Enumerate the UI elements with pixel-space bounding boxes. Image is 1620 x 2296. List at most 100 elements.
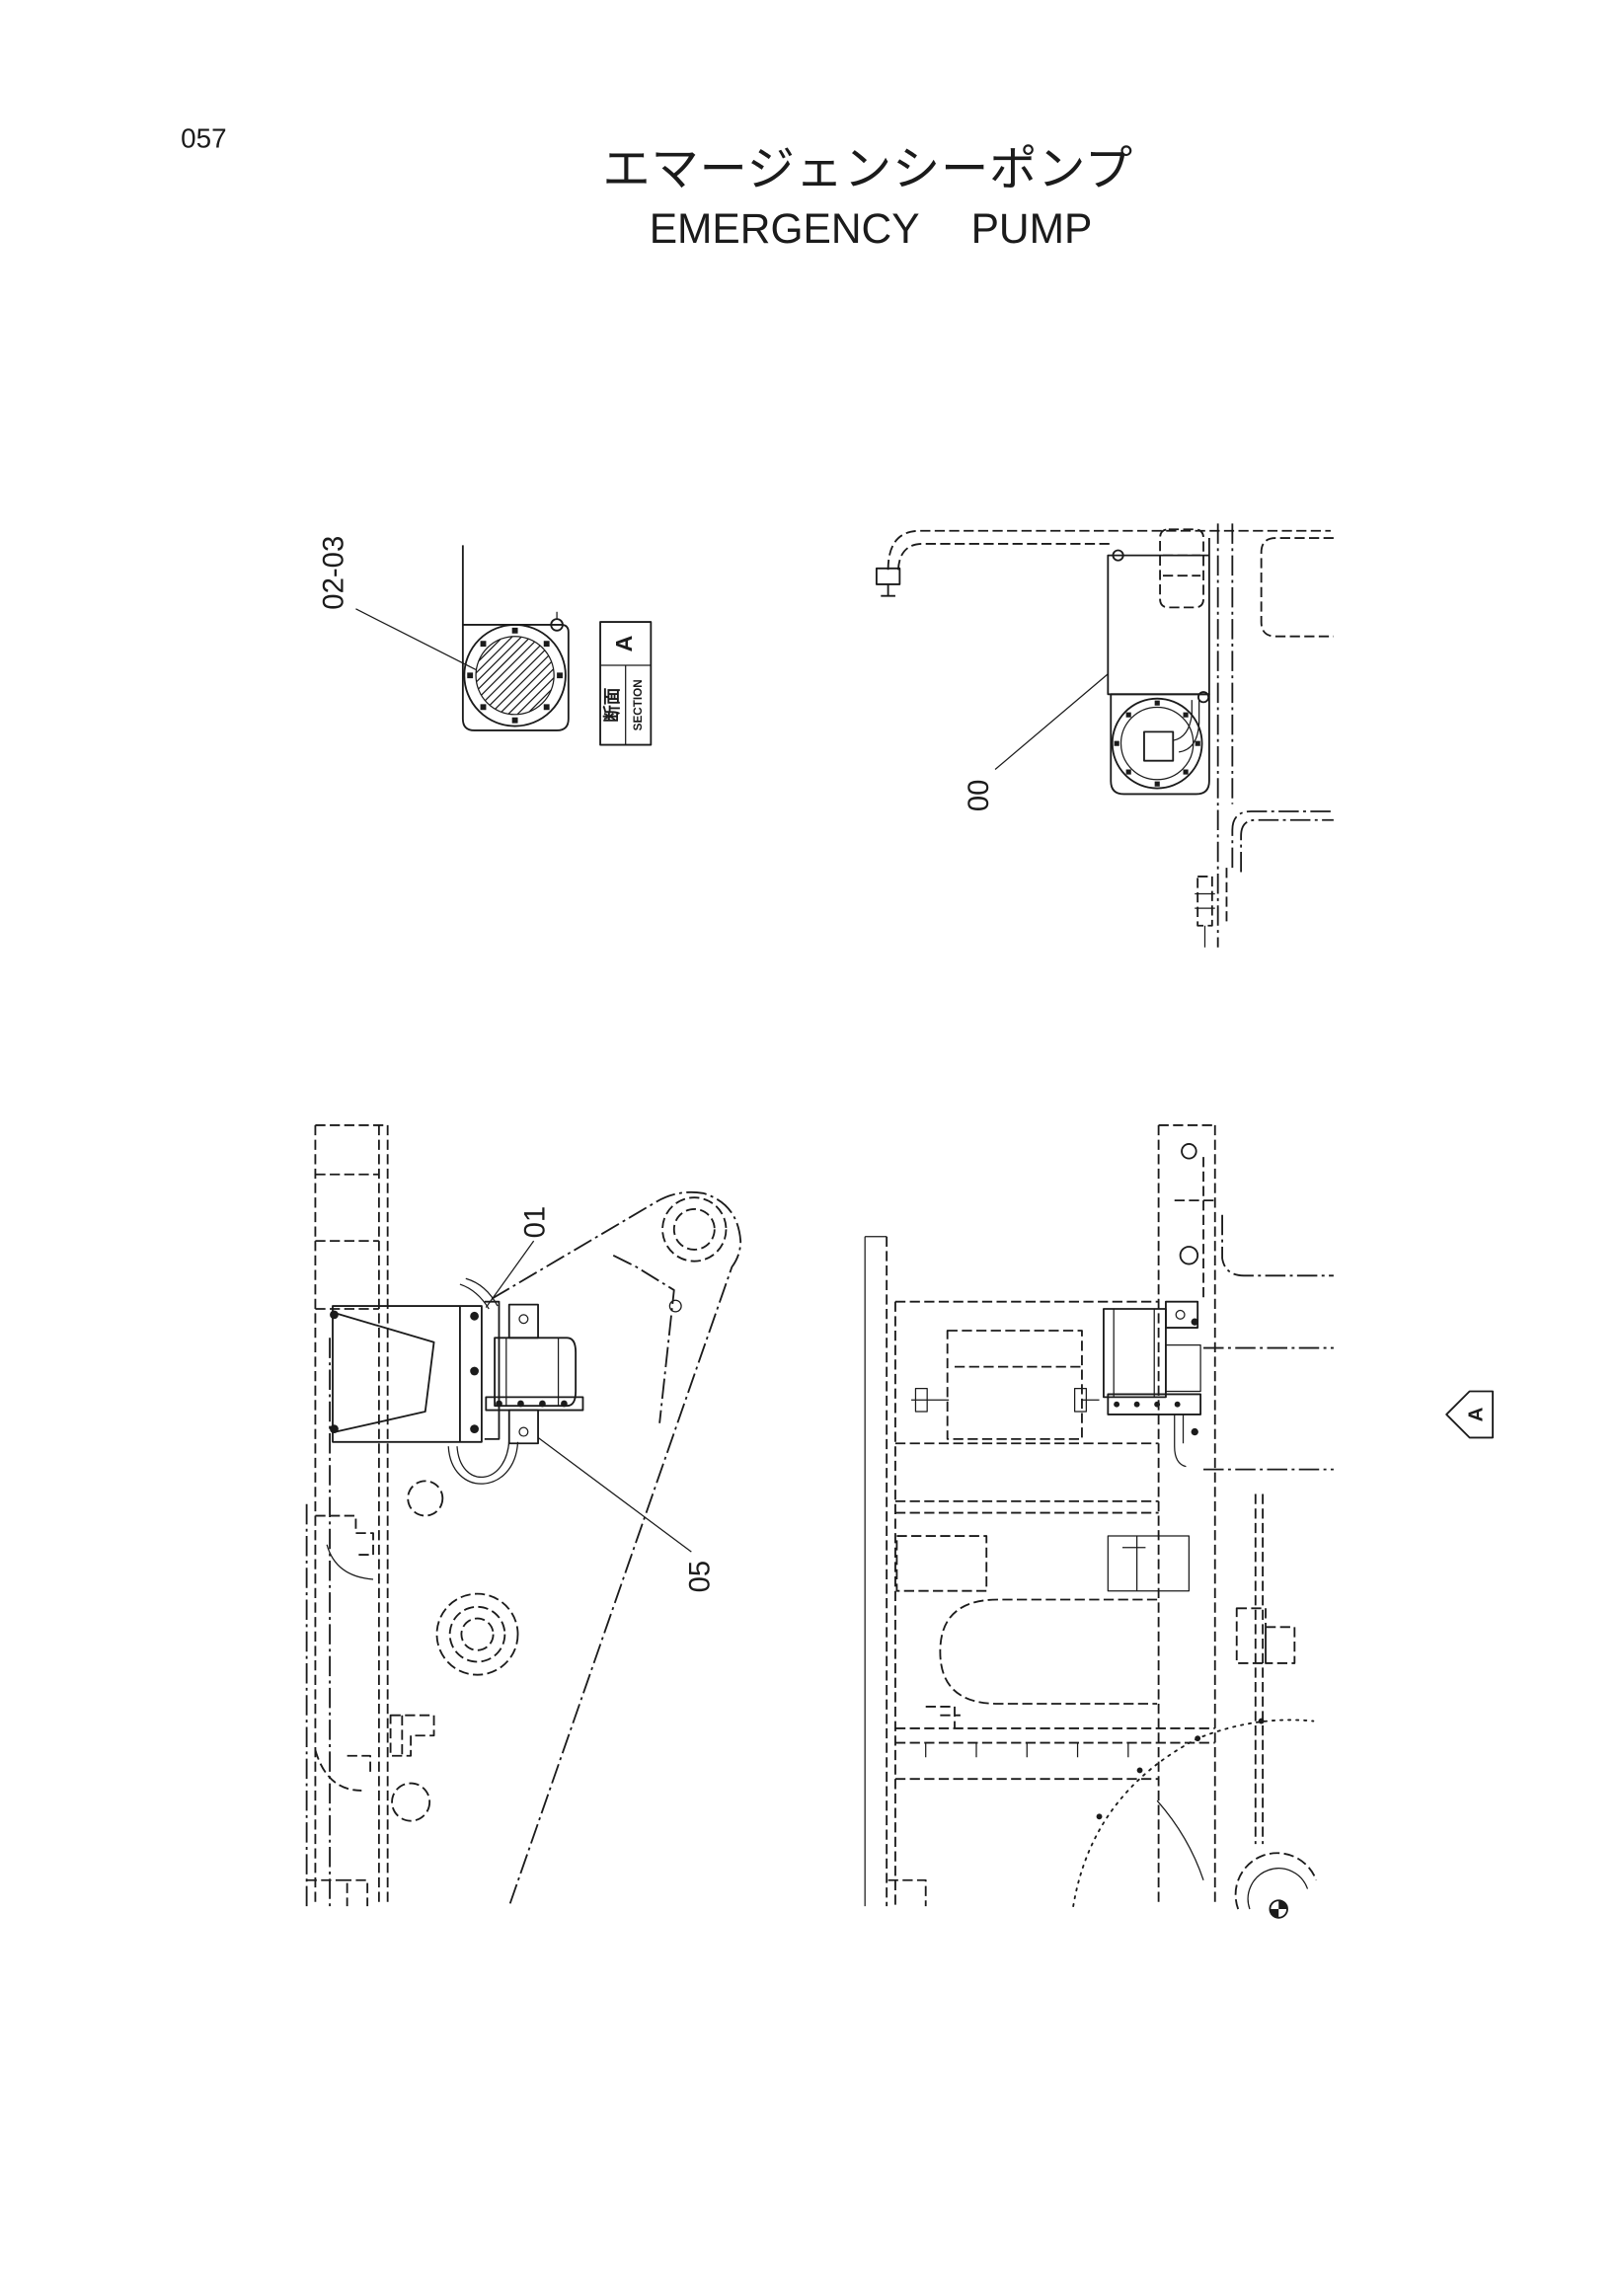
plan-tank-opening <box>939 1598 1158 1705</box>
swing-path-markers <box>1096 1718 1265 1820</box>
battery-box <box>946 1330 1083 1440</box>
page-number: 057 <box>181 122 226 153</box>
plan-pump-outlet <box>1174 1414 1187 1468</box>
pump-body-ribs <box>505 1338 560 1407</box>
left-rail-inner <box>886 1236 896 1907</box>
plan-right-block <box>1107 1535 1190 1592</box>
side-frame-centerlines <box>305 1338 331 1907</box>
lower-fitting <box>1196 868 1228 927</box>
callout-label-01: 01 <box>518 1206 551 1239</box>
boom-pivot-inner <box>672 1207 716 1251</box>
section-a-view <box>461 545 570 731</box>
pump-wire <box>459 1277 499 1310</box>
bracket-bolts <box>330 1310 479 1434</box>
section-label-letter: A <box>611 635 637 651</box>
pump-motor-block <box>1143 730 1175 762</box>
leader-line-05 <box>537 1436 692 1553</box>
pump-base-plate <box>1110 693 1210 796</box>
tank-bolt <box>1112 549 1124 562</box>
title-english: EMERGENCY PUMP <box>650 206 1093 253</box>
side-frame-foot <box>306 1878 369 1907</box>
callout-01: 01 <box>485 1206 551 1308</box>
lower-fitting-detail <box>1195 892 1215 948</box>
rail-hole-upper <box>1181 1143 1197 1160</box>
right-rail <box>1157 1124 1216 1907</box>
outlet-port <box>518 1426 529 1437</box>
battery-terminals <box>911 1387 1100 1413</box>
path-marker <box>1258 1718 1265 1724</box>
bracket-bolt <box>470 1424 479 1434</box>
plan-flange-bolts <box>1114 1401 1181 1408</box>
plan-pump-side-block <box>1165 1344 1201 1393</box>
side-fitting-upper <box>315 1514 374 1556</box>
side-wire-upper <box>326 1544 374 1580</box>
plan-pump-flange <box>1107 1393 1202 1416</box>
cross-members <box>894 1300 1215 1781</box>
callout-label-00: 00 <box>963 780 995 812</box>
plate-bolt <box>550 618 564 632</box>
swing-bearing-middle <box>448 1605 506 1663</box>
callout-00: 00 <box>963 673 1109 812</box>
callout-label-02-03: 02-03 <box>318 536 350 610</box>
rail-hole-lower <box>1179 1246 1199 1265</box>
side-fitting-lower <box>314 1749 372 1792</box>
pump-lower-flange <box>485 1396 584 1412</box>
plan-pump-ribs <box>1113 1309 1155 1398</box>
frame-plan-view <box>864 1124 1334 1919</box>
flange-bolt <box>1114 1401 1120 1408</box>
plan-tabs <box>925 1742 1129 1758</box>
pump-inner-circle <box>1119 706 1195 781</box>
title-japanese: エマージェンシーポンプ <box>602 143 1132 196</box>
side-hole-upper <box>407 1480 444 1517</box>
view-arrow-a: A <box>1445 1390 1494 1439</box>
pump-flange-circle <box>1111 697 1203 790</box>
flange-bolt <box>561 1400 568 1408</box>
plan-pump-fitting <box>1165 1300 1199 1329</box>
callout-02-03: 02-03 <box>318 536 477 670</box>
lower-flange-bolts <box>496 1400 568 1408</box>
side-hole-lower <box>391 1782 431 1822</box>
swing-wheel-hub-fill <box>1270 1900 1288 1918</box>
section-label-japanese: 断面 <box>602 688 622 723</box>
swing-wheel-outer <box>1234 1852 1318 1910</box>
hose-fitting <box>875 567 901 597</box>
flange-outer-circle <box>463 624 567 727</box>
flange-bolt <box>1133 1401 1140 1408</box>
plan-centerlines <box>1203 1214 1334 1471</box>
pump-flange-bolts <box>1114 700 1200 787</box>
callout-05: 05 <box>537 1436 716 1592</box>
path-marker <box>1195 1735 1201 1742</box>
plan-swing-path <box>1072 1719 1315 1908</box>
hose-inner <box>896 543 1115 571</box>
boom-pivot-outer <box>661 1196 728 1263</box>
plan-guide-curve <box>1156 1799 1204 1880</box>
pump-inlet-block <box>507 1303 539 1339</box>
section-flange-bolts <box>467 627 563 724</box>
section-hatching <box>475 636 555 716</box>
flange-bolt <box>1174 1401 1181 1408</box>
pump-outlet-block <box>507 1409 539 1445</box>
side-clamp <box>389 1714 435 1757</box>
section-label-english: SECTION <box>632 679 645 730</box>
plan-left-block <box>895 1535 988 1592</box>
leader-line-02-03 <box>355 608 477 670</box>
plan-pump-body <box>1103 1308 1167 1399</box>
mount-plate-outline <box>461 624 570 731</box>
pump-tank <box>1107 538 1210 696</box>
flange-bolt <box>496 1400 502 1408</box>
pump-body <box>494 1337 578 1408</box>
left-rail-outer <box>864 1236 887 1907</box>
view-arrow-shape <box>1445 1390 1494 1439</box>
frame-rail-lower <box>1231 810 1334 873</box>
plan-bolt-lower <box>1191 1427 1198 1436</box>
plan-pipe-vertical <box>1254 1493 1265 1845</box>
boom-outline <box>491 1190 742 1907</box>
swing-wheel-inner <box>1247 1868 1309 1910</box>
frame-opening <box>1260 537 1334 638</box>
swing-bearing-inner <box>460 1617 495 1651</box>
flange-bolt <box>1154 1401 1161 1408</box>
plan-valve-block <box>1235 1607 1296 1664</box>
filter-housing <box>1159 528 1204 609</box>
top-plan-view <box>875 523 1334 948</box>
